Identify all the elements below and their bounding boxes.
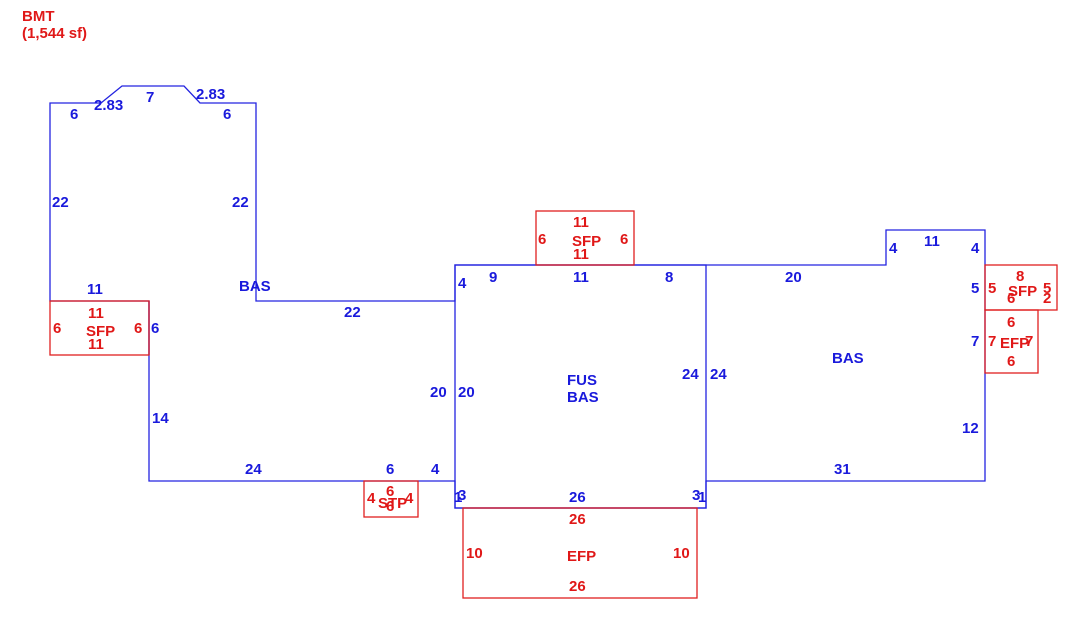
dim-label: 4 xyxy=(405,490,414,507)
dim-label: 20 xyxy=(458,384,475,401)
dim-label: 14 xyxy=(152,410,169,427)
dim-label: 6 xyxy=(620,231,628,248)
dim-label: 20 xyxy=(430,384,447,401)
dim-label: 6 xyxy=(386,461,394,478)
label-bas-right: BAS xyxy=(832,350,864,367)
dim-label: 11 xyxy=(573,214,589,231)
dim-label: 31 xyxy=(834,461,851,478)
dim-label: 7 xyxy=(971,333,979,350)
dim-label: 11 xyxy=(573,246,589,263)
label-sfp-top: SFP xyxy=(572,233,601,250)
dim-label: 5 xyxy=(988,280,996,297)
dim-label: 6 xyxy=(223,106,231,123)
label-sfp-right: SFP xyxy=(1008,283,1037,300)
dim-label: 6 xyxy=(134,320,142,337)
dim-label: 7 xyxy=(146,89,154,106)
dim-label: 9 xyxy=(489,269,497,286)
dim-label: 5 xyxy=(1043,280,1051,297)
label-efp-right: EFP xyxy=(1000,335,1029,352)
dim-label: 2 xyxy=(1043,290,1051,307)
dim-label: 8 xyxy=(665,269,673,286)
dim-label: 8 xyxy=(1016,268,1024,285)
dim-label: 6 xyxy=(1007,290,1015,307)
dim-label: 22 xyxy=(232,194,249,211)
dim-label: 26 xyxy=(569,489,586,506)
dim-label: 3 xyxy=(458,487,466,504)
efp-bottom-area xyxy=(462,507,698,599)
dim-label: 6 xyxy=(538,231,546,248)
dim-label: 12 xyxy=(962,420,979,437)
main-outline-left-wing xyxy=(49,85,986,509)
dim-label: 24 xyxy=(710,366,727,383)
label-bas-center: BAS xyxy=(567,389,599,406)
sfp-top-area xyxy=(535,210,635,266)
dim-label: 4 xyxy=(431,461,440,478)
dim-label: 4 xyxy=(889,240,898,257)
sketch-area: (1,544 sf) xyxy=(22,25,87,42)
sketch-title: BMT xyxy=(22,8,55,25)
sfp-left-area xyxy=(49,300,150,356)
label-fus: FUS xyxy=(567,372,597,389)
dim-label: 22 xyxy=(52,194,69,211)
efp-right-area xyxy=(984,309,1039,374)
dim-label: 4 xyxy=(458,275,467,292)
dim-label: 20 xyxy=(785,269,802,286)
dim-label: 24 xyxy=(682,366,699,383)
dim-label: 6 xyxy=(70,106,78,123)
dim-label: 4 xyxy=(971,240,980,257)
dim-label: 6 xyxy=(386,498,394,515)
dim-label: 1 xyxy=(454,489,462,506)
dim-label: 11 xyxy=(573,269,589,286)
dim-label: 1 xyxy=(698,489,706,506)
dim-label: 6 xyxy=(1007,314,1015,331)
dim-label: 2.83 xyxy=(94,97,123,114)
dim-label: 6 xyxy=(1007,353,1015,370)
dim-label: 6 xyxy=(53,320,61,337)
dim-label: 22 xyxy=(344,304,361,321)
dim-label: 10 xyxy=(466,545,483,562)
dim-label: 26 xyxy=(569,511,586,528)
label-sfp-left: SFP xyxy=(86,323,115,340)
dim-label: 2.83 xyxy=(196,86,225,103)
dim-label: 11 xyxy=(88,305,104,322)
dim-label: 3 xyxy=(692,487,700,504)
dim-label: 11 xyxy=(924,233,940,250)
dim-label: 11 xyxy=(87,281,103,298)
stp-area xyxy=(363,480,419,518)
label-stp: STP xyxy=(378,495,407,512)
dim-label: 10 xyxy=(673,545,690,562)
dim-label: 6 xyxy=(151,320,159,337)
dim-label: 7 xyxy=(1025,333,1033,350)
dim-label: 24 xyxy=(245,461,262,478)
dim-label: 5 xyxy=(971,280,979,297)
dim-label: 26 xyxy=(569,578,586,595)
label-bas-left: BAS xyxy=(239,278,271,295)
dim-label: 7 xyxy=(988,333,996,350)
dim-label: 11 xyxy=(88,336,104,353)
label-efp-bottom: EFP xyxy=(567,548,596,565)
dim-label: 4 xyxy=(367,490,376,507)
dim-label: 6 xyxy=(386,483,394,500)
